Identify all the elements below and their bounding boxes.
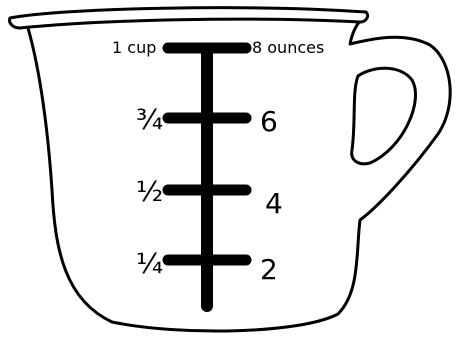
label-three-quarter-cup: ¾	[136, 106, 163, 134]
cup-body	[18, 12, 450, 331]
label-2-ounces: 2	[260, 256, 278, 284]
label-quarter-cup: ¼	[136, 250, 163, 278]
label-8-ounces: 8 ounces	[252, 40, 324, 56]
label-half-cup: ½	[136, 178, 163, 206]
label-6-ounces: 6	[260, 108, 278, 136]
label-1-cup: 1 cup	[112, 40, 156, 56]
label-4-ounces: 4	[265, 190, 283, 218]
